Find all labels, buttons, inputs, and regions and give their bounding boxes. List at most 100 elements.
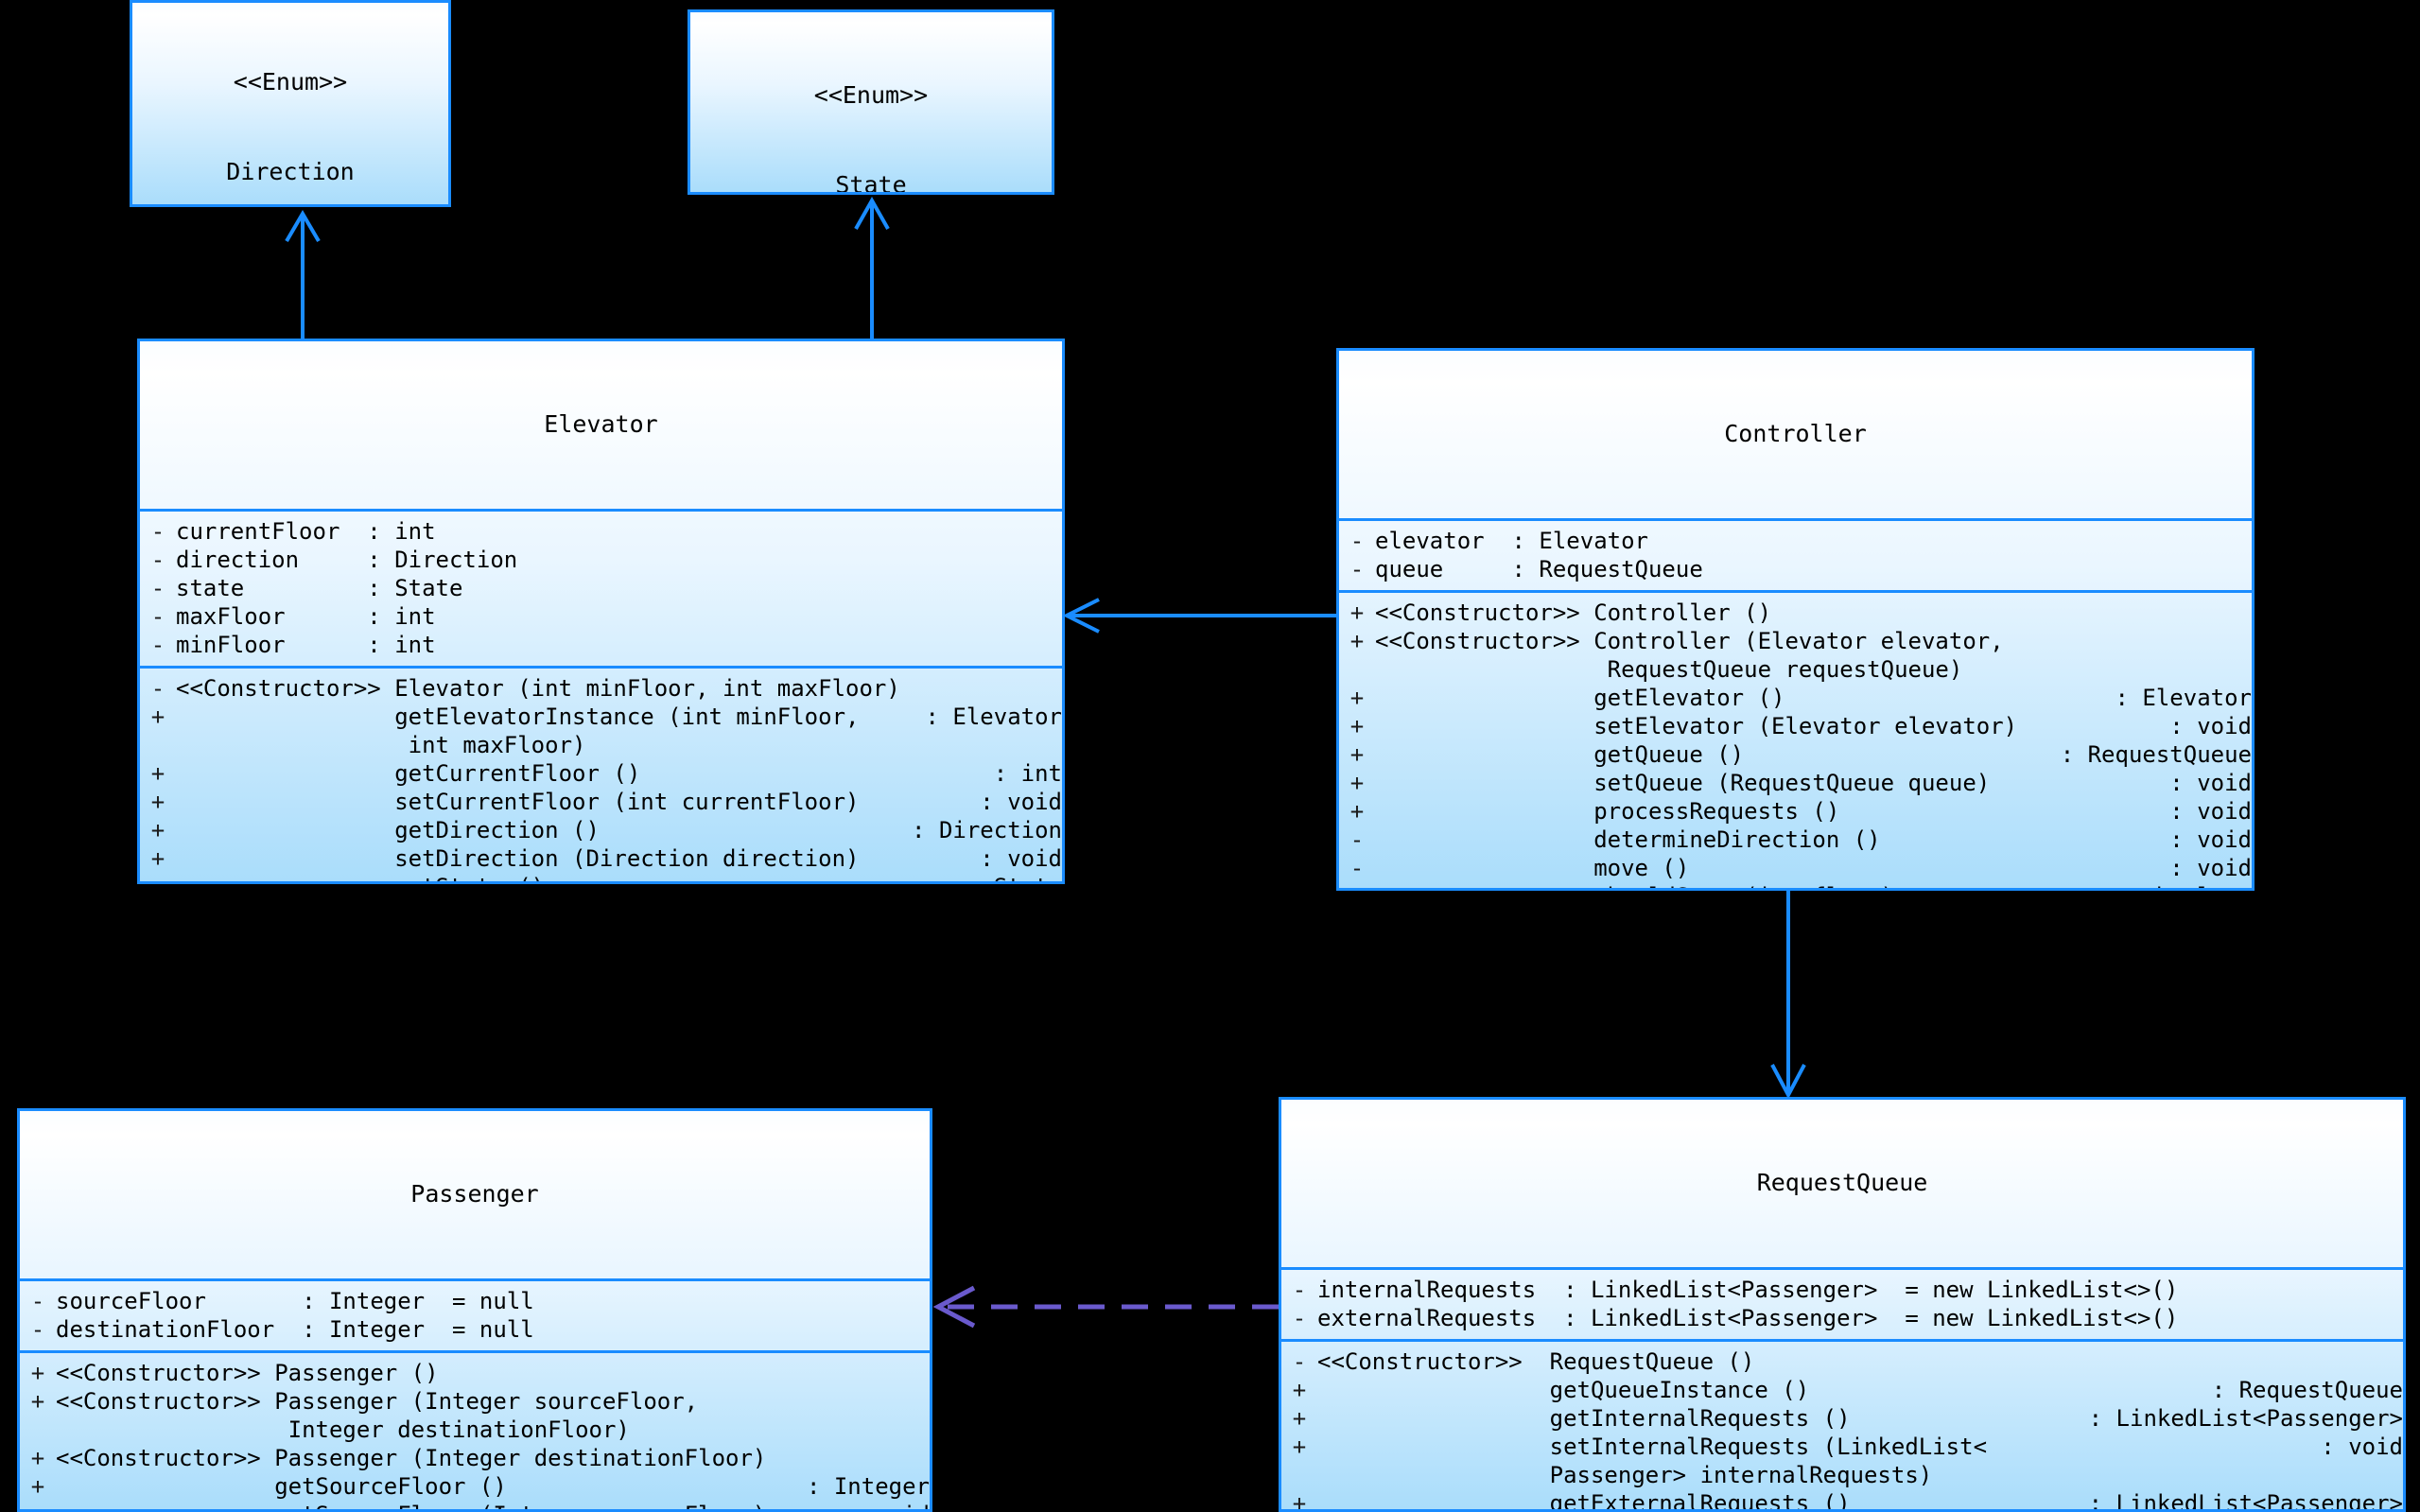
operation-row: + getElevatorInstance (int minFloor,: El… [140,703,1062,731]
controller-header: Controller [1339,351,2252,518]
operation-return-type: : State [961,873,1062,881]
operation-row: -<<Constructor>> RequestQueue () [1281,1347,2403,1376]
operation-signature: getCurrentFloor () [176,760,641,787]
visibility: - [150,547,165,573]
attribute-row: -currentFloor : int [140,517,1062,546]
passenger-attributes: -sourceFloor : Integer = null-destinatio… [20,1278,930,1350]
operation-signature: int maxFloor) [176,732,586,758]
visibility: + [1349,685,1365,711]
visibility: - [1349,528,1365,554]
requestqueue-attributes: -internalRequests : LinkedList<Passenger… [1281,1267,2403,1339]
elevator-attributes: -currentFloor : int-direction : Directio… [140,509,1062,666]
requestqueue-operations: -<<Constructor>> RequestQueue ()+ getQue… [1281,1339,2403,1512]
visibility: + [1349,770,1365,796]
operation-row: - determineDirection (): void [1339,826,2252,854]
operation-signature: <<Constructor>> Passenger (Integer desti… [56,1445,767,1471]
visibility: - [30,1288,45,1314]
attribute-row: -minFloor : int [140,631,1062,659]
visibility: + [150,789,165,815]
visibility: - [150,575,165,601]
operation-return-type: : void [842,1501,930,1509]
operation-signature: getState () [176,873,961,881]
visibility: + [30,1360,45,1386]
operation-signature: <<Constructor>> Elevator (int minFloor, … [176,675,900,702]
operation-return-type: : boolean [2123,882,2252,888]
visibility: + [150,845,165,872]
relation-elevator-state [854,196,890,339]
attribute-text: state : State [176,575,463,601]
attribute-text: minFloor : int [176,632,436,658]
attribute-text: destinationFloor : Integer = null [56,1316,534,1343]
visibility: + [30,1445,45,1471]
class-box-state[interactable]: <<Enum>> State + MOVING : EnumConstant +… [688,9,1054,195]
operation-row: +<<Constructor>> Controller (Elevator el… [1339,627,2252,655]
class-box-elevator[interactable]: Elevator -currentFloor : int-direction :… [137,339,1065,884]
operation-return-type: : void [2169,855,2252,881]
operation-row: Passenger> internalRequests) [1281,1461,2403,1489]
operation-return-type: : void [2321,1434,2403,1460]
attribute-text: queue : RequestQueue [1375,556,1703,582]
operation-signature: RequestQueue requestQueue) [1375,656,1963,683]
operation-signature: Integer destinationFloor) [56,1416,630,1443]
operation-signature: <<Constructor>> Controller () [1375,600,1772,626]
requestqueue-class-name: RequestQueue [1756,1169,1928,1196]
operation-row: + setDirection (Direction direction): vo… [140,844,1062,873]
operation-signature: getElevator () [1375,685,1785,711]
operation-row: + setInternalRequests (LinkedList< : void [1281,1433,2403,1461]
operation-row: RequestQueue requestQueue) [1339,655,2252,684]
class-box-direction[interactable]: <<Enum>> Direction + UP : EnumConstant +… [130,0,451,207]
direction-class-name: Direction [226,158,355,185]
attribute-text: direction : Direction [176,547,518,573]
operation-signature: <<Constructor>> Passenger (Integer sourc… [56,1388,699,1415]
operation-row: + getCurrentFloor (): int [140,759,1062,788]
operation-return-type: : Elevator [925,704,1063,730]
attribute-row: -state : State [140,574,1062,602]
operation-row: + setElevator (Elevator elevator): void [1339,712,2252,740]
operation-row: + <<Constructor>> Passenger (Integer dest… [20,1444,930,1472]
operation-signature: setElevator (Elevator elevator) [1375,713,2018,739]
visibility: + [1292,1490,1307,1512]
operation-row: Integer destinationFloor) [20,1416,930,1444]
visibility: + [1292,1377,1307,1403]
visibility: + [30,1388,45,1415]
visibility: - [1339,882,1375,888]
operation-signature: determineDirection () [1375,826,1881,853]
operation-row: -<<Constructor>> Elevator (int minFloor,… [140,674,1062,703]
visibility: + [1349,600,1365,626]
attribute-text: currentFloor : int [176,518,436,545]
operation-return-type: : void [2169,713,2252,739]
visibility: - [1349,556,1365,582]
attribute-row: -internalRequests : LinkedList<Passenger… [1281,1276,2403,1304]
operation-row: + setCurrentFloor (int currentFloor): vo… [140,788,1062,816]
visibility: + [1292,1405,1307,1432]
operation-return-type: : RequestQueue [2060,741,2252,768]
attribute-row: -destinationFloor : Integer = null [20,1315,930,1344]
class-box-controller[interactable]: Controller -elevator : Elevator-queue : … [1336,348,2255,891]
passenger-class-name: Passenger [410,1180,539,1208]
attribute-row: -direction : Direction [140,546,1062,574]
direction-header: <<Enum>> Direction [132,3,448,204]
operation-return-type: : int [993,760,1062,787]
operation-row: + <<Constructor>> Controller () [1339,599,2252,627]
attribute-row: -queue : RequestQueue [1339,555,2252,583]
class-box-passenger[interactable]: Passenger -sourceFloor : Integer = null-… [17,1108,932,1512]
operation-return-type: : Direction [912,817,1062,843]
class-box-requestqueue[interactable]: RequestQueue -internalRequests : LinkedL… [1279,1097,2406,1512]
visibility: + [1292,1434,1307,1460]
visibility: + [20,1501,56,1509]
attribute-text: elevator : Elevator [1375,528,1648,554]
operation-signature: setCurrentFloor (int currentFloor) [176,789,860,815]
operation-signature: setInternalRequests (LinkedList< [1317,1434,1988,1460]
operation-row: int maxFloor) [140,731,1062,759]
operation-return-type: : LinkedList<Passenger> [2088,1405,2403,1432]
visibility: - [150,518,165,545]
elevator-operations: -<<Constructor>> Elevator (int minFloor,… [140,666,1062,881]
operation-return-type: : void [2169,798,2252,825]
attribute-row: -elevator : Elevator [1339,527,2252,555]
visibility: + [150,817,165,843]
state-stereotype: <<Enum>> [813,81,929,109]
visibility: - [1292,1348,1307,1375]
operation-signature: getQueueInstance () [1317,1377,1810,1403]
operation-row: +<<Constructor>> Passenger () [20,1359,930,1387]
visibility: - [150,632,165,658]
